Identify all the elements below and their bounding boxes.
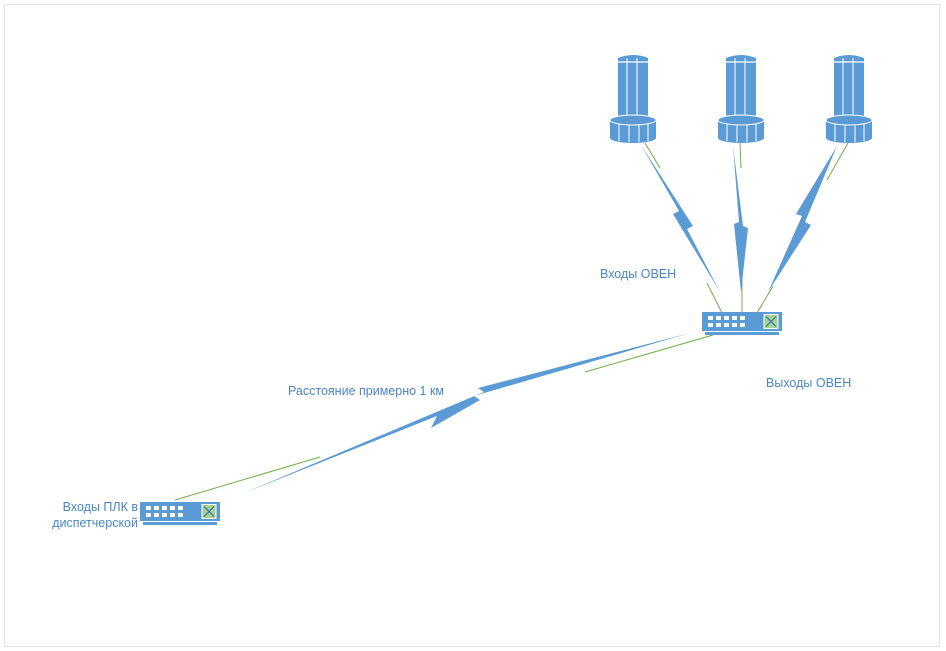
radio-tower-1 <box>609 54 657 144</box>
radio-tower-2 <box>717 54 765 144</box>
distance-label: Расстояние примерно 1 км <box>288 384 445 398</box>
lightning-link-icon <box>641 145 720 292</box>
plc-inputs-label: Входы ПЛК в диспетчерской <box>52 500 138 530</box>
radio-tower-icon <box>717 54 765 144</box>
plc-switch <box>139 501 221 526</box>
radio-tower-icon <box>609 54 657 144</box>
lightning-link-icon <box>768 146 837 292</box>
lightning-link-icon <box>244 333 690 493</box>
lightning-link-icon <box>733 146 748 292</box>
network-switch-icon <box>701 311 783 336</box>
radio-tower-icon <box>825 54 873 144</box>
network-switch-icon <box>139 501 221 526</box>
oven-inputs-label: Входы ОВЕН <box>600 267 677 281</box>
radio-links <box>244 145 837 493</box>
oven-outputs-label: Выходы ОВЕН <box>766 376 852 390</box>
radio-tower-3 <box>825 54 873 144</box>
diagram-frame <box>4 4 940 647</box>
oven-switch <box>701 311 783 336</box>
